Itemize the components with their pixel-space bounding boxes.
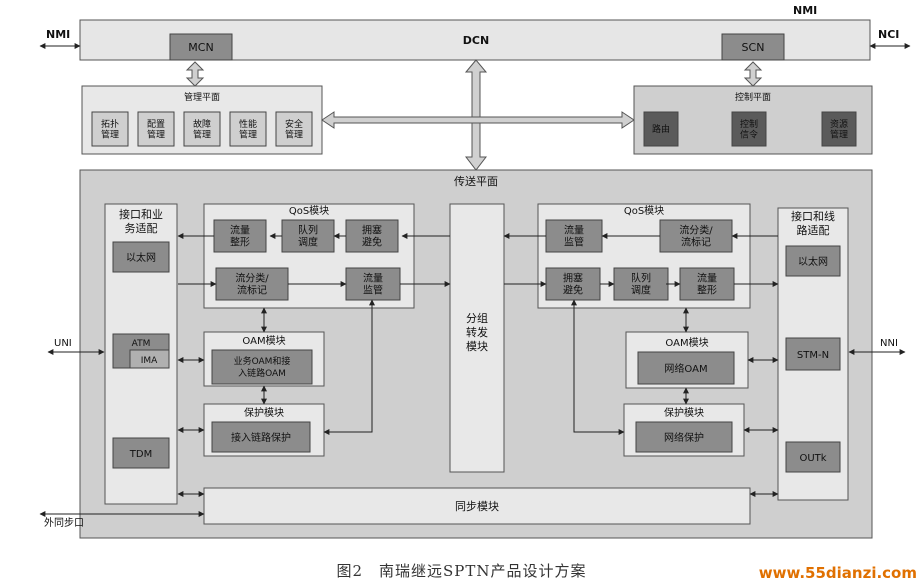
ctrl-item-1-label: 控制信令	[740, 118, 758, 141]
mcn-label: MCN	[188, 41, 213, 54]
ctrl-item-2-box	[821, 111, 857, 147]
mgmt-item-2-label: 故障管理	[193, 118, 211, 141]
sync-label: 同步模块	[455, 500, 499, 513]
dcn-label: DCN	[463, 34, 489, 47]
sptn-architecture-diagram: DCN MCN SCN NMI NMI NCI 管理平面 拓扑管理 配置管理 故障管…	[39, 4, 911, 539]
oam-left-title: OAM模块	[242, 335, 285, 347]
nmi-left-label: NMI	[46, 28, 70, 41]
uni-label: UNI	[54, 338, 72, 349]
packet-forwarding-module	[449, 203, 505, 473]
ima-box	[129, 349, 170, 369]
nci-label: NCI	[878, 28, 899, 41]
right-ethernet-box	[785, 245, 841, 277]
protection-right-inner-label: 网络保护	[664, 431, 704, 444]
ctrl-item-0-box	[643, 111, 679, 147]
mgmt-item-4-box	[275, 111, 313, 147]
qos-right-bottom-1-label: 队列调度	[631, 272, 651, 297]
otuk-label: OUTk	[799, 453, 826, 464]
oam-right-inner	[637, 351, 735, 385]
watermark: www.55dianzi.com	[758, 564, 917, 582]
tdm-label: TDM	[129, 449, 152, 460]
qos-right-top-0-label: 流量监管	[564, 224, 584, 249]
mgmt-item-3-box	[229, 111, 267, 147]
scn-box	[721, 33, 785, 61]
right-interface-label: 接口和线路适配	[791, 209, 835, 237]
mgmt-item-3-label: 性能管理	[239, 118, 257, 141]
atm-label: ATM	[132, 339, 151, 349]
mgmt-item-1-box	[137, 111, 175, 147]
management-plane-label: 管理平面	[184, 91, 220, 103]
qos-left-top-1-label: 队列调度	[298, 224, 318, 249]
stmn-label: STM-N	[797, 350, 829, 361]
qos-left-top-2-box	[345, 219, 399, 253]
ctrl-item-2-label: 资源管理	[830, 119, 848, 141]
ext-sync-label: 外同步口	[44, 517, 84, 529]
protection-right-inner	[635, 421, 733, 453]
qos-left-top-0-label: 流量整形	[230, 224, 250, 249]
transport-plane-label: 传送平面	[454, 174, 498, 188]
oam-left-inner-label: 业务OAM和接入链路OAM	[234, 355, 291, 379]
qos-right-bottom-2-box	[679, 267, 735, 301]
left-interface-label: 接口和业务适配	[119, 208, 163, 235]
connectors	[177, 233, 779, 497]
oam-right-inner-label: 网络OAM	[664, 362, 707, 375]
ctrl-item-1-box	[731, 111, 767, 147]
protection-left-inner-label: 接入链路保护	[231, 431, 291, 444]
otuk-box	[785, 441, 841, 473]
ctrl-item-0-label: 路由	[652, 123, 670, 135]
mcn-mgmt-double-arrow	[185, 61, 205, 87]
qos-right-bottom-0-label: 拥塞避免	[563, 272, 583, 297]
mgmt-item-4-label: 安全管理	[285, 118, 303, 141]
stmn-box	[785, 337, 841, 371]
oam-right-title: OAM模块	[665, 337, 708, 349]
mgmt-item-1-label: 配置管理	[147, 119, 165, 141]
mgmt-item-2-box	[183, 111, 221, 147]
left-ethernet-label: 以太网	[126, 251, 156, 264]
qos-left-bottom-0-label: 流分类/流标记	[235, 272, 269, 297]
mcn-box	[169, 33, 233, 61]
tdm-box	[112, 437, 170, 469]
qos-right-title: QoS模块	[624, 205, 664, 217]
sync-module	[203, 487, 751, 525]
qos-right-bottom-1-box	[613, 267, 669, 301]
nmi-top-label: NMI	[793, 4, 817, 17]
qos-right-top-1-label: 流分类/流标记	[679, 224, 713, 249]
control-plane-label: 控制平面	[735, 91, 771, 103]
ima-label: IMA	[141, 356, 158, 366]
protection-left-inner	[211, 421, 311, 453]
qos-left-title: QoS模块	[289, 205, 329, 217]
packet-forwarding-label: 分组转发模块	[466, 311, 488, 353]
qos-left-top-2-label: 拥塞避免	[362, 224, 382, 249]
qos-left-top-0-box	[213, 219, 267, 253]
protection-left-title: 保护模块	[244, 406, 284, 419]
scn-ctrl-double-arrow	[743, 61, 763, 87]
management-items: 拓扑管理 配置管理 故障管理 性能管理 安全管理	[91, 111, 313, 147]
dcn-transport-double-arrow	[464, 59, 488, 171]
left-ethernet-box	[112, 241, 170, 273]
protection-right-title: 保护模块	[664, 406, 704, 419]
mgmt-item-0-box	[91, 111, 129, 147]
qos-left-bottom-1-label: 流量监管	[363, 272, 383, 297]
mgmt-item-0-label: 拓扑管理	[101, 118, 119, 141]
figure-caption: 图2 南瑞继远SPTN产品设计方案	[336, 562, 587, 580]
right-ethernet-label: 以太网	[798, 255, 828, 268]
nni-label: NNI	[880, 338, 898, 349]
control-items: 路由 控制信令 资源管理	[643, 111, 857, 147]
qos-right-bottom-2-label: 流量整形	[697, 272, 717, 297]
scn-label: SCN	[742, 41, 765, 54]
oam-left-inner	[211, 349, 313, 385]
